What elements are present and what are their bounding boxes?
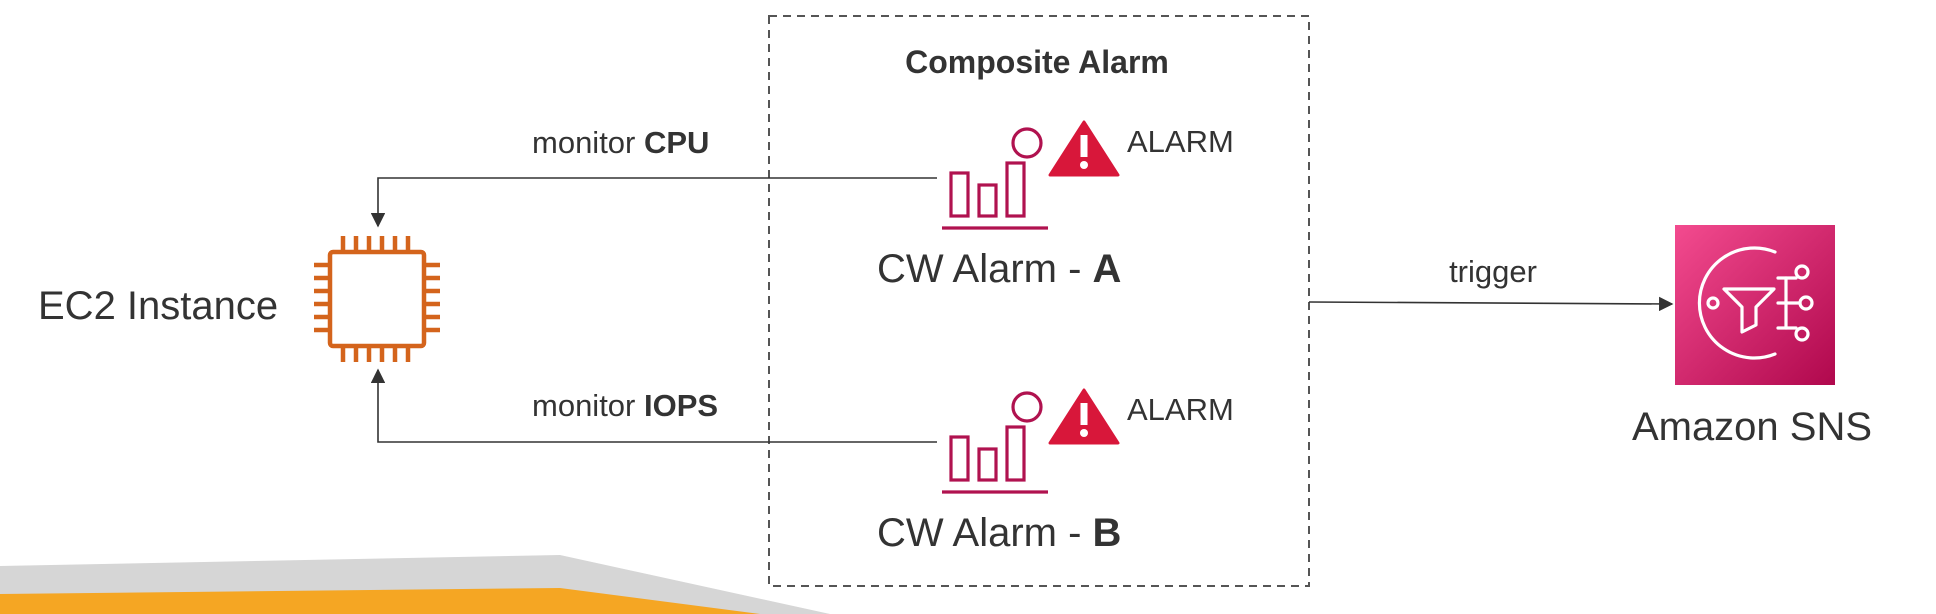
alarm-a-label: CW Alarm - A xyxy=(877,247,1121,291)
alarm-b-label-strong: B xyxy=(1093,511,1122,555)
trigger-label: trigger xyxy=(1449,254,1537,289)
warning-icon xyxy=(1048,388,1120,445)
footer-banner xyxy=(0,555,830,614)
alarm-b-label-prefix: CW Alarm - xyxy=(877,511,1093,555)
cw-alarm-a: ALARM CW Alarm - A xyxy=(877,120,1234,291)
sns-icon xyxy=(1675,225,1835,385)
alarm-b-label: CW Alarm - B xyxy=(877,511,1121,555)
alarm-a-state: ALARM xyxy=(1127,124,1234,159)
monitor-cpu-prefix: monitor xyxy=(532,125,644,160)
amazon-sns-label: Amazon SNS xyxy=(1632,405,1872,449)
monitor-iops-strong: IOPS xyxy=(644,388,718,423)
cloudwatch-alarm-icon xyxy=(942,391,1048,494)
monitor-iops-prefix: monitor xyxy=(532,388,644,423)
cloudwatch-alarm-icon xyxy=(942,127,1048,230)
monitor-cpu-label: monitor CPU xyxy=(532,125,709,160)
alarm-a-label-prefix: CW Alarm - xyxy=(877,247,1093,291)
alarm-a-label-strong: A xyxy=(1093,247,1122,291)
warning-icon xyxy=(1048,120,1120,177)
cw-alarm-b: ALARM CW Alarm - B xyxy=(877,388,1234,555)
iops-monitor-arrow xyxy=(370,368,937,443)
alarm-b-state: ALARM xyxy=(1127,392,1234,427)
monitor-iops-label: monitor IOPS xyxy=(532,388,718,423)
cpu-monitor-arrow xyxy=(370,177,937,228)
monitor-cpu-strong: CPU xyxy=(644,125,709,160)
chip-icon xyxy=(314,236,440,362)
composite-alarm-title: Composite Alarm xyxy=(905,44,1169,80)
ec2-instance-label: EC2 Instance xyxy=(38,284,278,328)
trigger-arrow xyxy=(1308,296,1674,312)
composite-alarm-box xyxy=(768,15,1310,587)
